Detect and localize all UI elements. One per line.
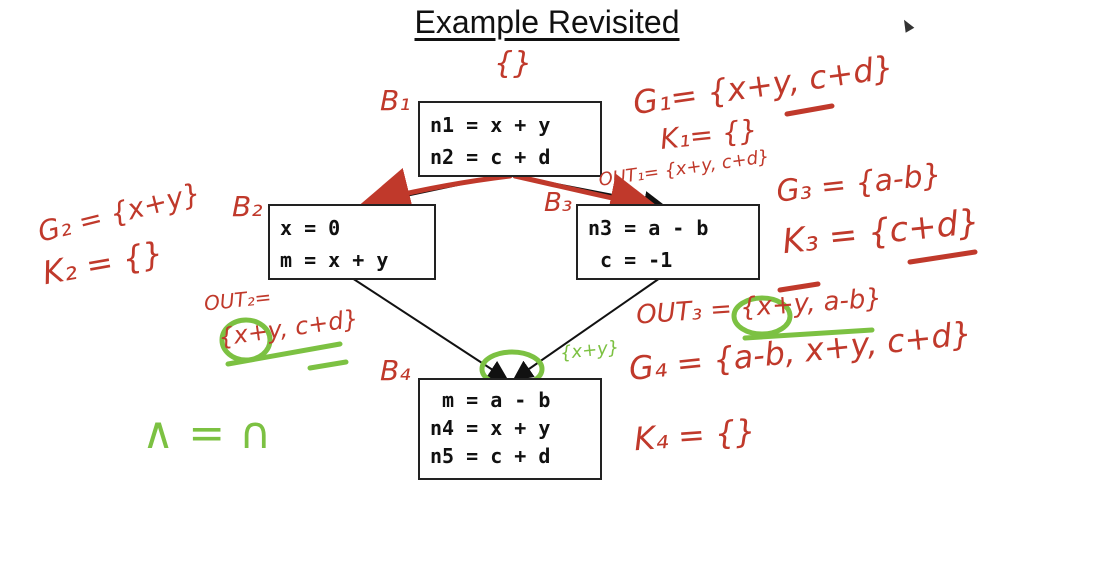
label-b2: B₂ <box>232 190 263 223</box>
red-underline-k3 <box>907 249 978 265</box>
red-mark-b3 <box>777 281 821 293</box>
b1-line-2: n2 = c + d <box>430 145 551 169</box>
block-b4: m = a - b n4 = x + y n5 = c + d <box>418 378 602 480</box>
green-underline-out2 <box>225 341 343 367</box>
meet-operator: ∧ = ∩ <box>142 408 272 459</box>
label-b3: B₃ <box>544 188 573 218</box>
b2-line-1: x = 0 <box>280 216 341 240</box>
entry-set: {} <box>494 46 533 81</box>
slide-title: Example Revisited <box>414 4 680 40</box>
b3-line-1: n3 = a - b <box>588 216 709 240</box>
b1-line-1: n1 = x + y <box>430 113 551 137</box>
b3-line-2: c = -1 <box>600 248 673 272</box>
red-arrow-to-b2 <box>360 168 513 217</box>
block-b1: n1 = x + y n2 = c + d <box>418 101 602 177</box>
green-underline-out3 <box>742 327 875 341</box>
label-b1: B₁ <box>380 84 411 117</box>
b4-line-3: n5 = c + d <box>430 444 551 468</box>
red-arrow-to-b3 <box>512 173 660 223</box>
green-underline-out2-b <box>307 359 349 371</box>
label-b4: B₄ <box>380 354 411 387</box>
edge-b2-b4 <box>351 277 509 381</box>
green-circle-out3 <box>731 295 793 337</box>
red-underline-c-plus-d-top <box>784 103 835 117</box>
b4-line-2: n4 = x + y <box>430 416 551 440</box>
b4-line-1: m = a - b <box>430 388 551 412</box>
block-b2: x = 0 m = x + y <box>268 204 436 280</box>
b2-line-2: m = x + y <box>280 248 389 272</box>
block-b3: n3 = a - b c = -1 <box>576 204 760 280</box>
